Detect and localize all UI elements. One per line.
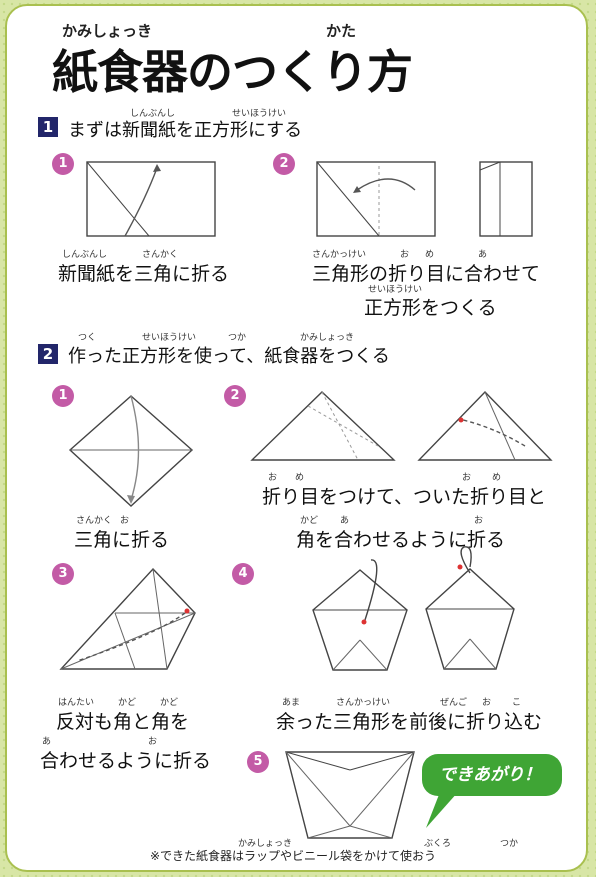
s2-step2-diagram-b bbox=[417, 390, 553, 461]
s1-step2-ruby-line2: せいほうけい bbox=[368, 285, 423, 295]
section1-ruby-1: しんぶんし bbox=[130, 109, 176, 119]
title-ruby: かみしょっき bbox=[62, 22, 153, 40]
page-title: 紙食器のつくり方 bbox=[52, 45, 413, 99]
s2-step2-ruby-b: め bbox=[295, 473, 305, 483]
section2-ruby-1: つく bbox=[78, 333, 97, 343]
s2-step2-ruby-a: お bbox=[268, 473, 278, 483]
s1-step1-ruby-b: さんかく bbox=[142, 250, 179, 260]
s2-step4-diagram-b bbox=[425, 546, 515, 670]
s2-step1-caption: 三角に折る bbox=[74, 529, 170, 551]
s2-step2-diagram-a bbox=[250, 391, 396, 461]
s2-step3-badge: 3 bbox=[52, 563, 74, 585]
s2-step2-ruby-c: お bbox=[462, 473, 472, 483]
note-ruby-b: ぶくろ bbox=[424, 839, 452, 849]
section2-heading: 作った正方形を使って、紙食器をつくる bbox=[68, 346, 390, 367]
s2-step3-diagram bbox=[59, 567, 196, 670]
s2-step3-caption-1: 反対も角と角を bbox=[56, 711, 190, 733]
note-ruby-c: つか bbox=[500, 839, 519, 849]
s2-step3-ruby-c: かど bbox=[160, 698, 179, 708]
s2-step5-badge: 5 bbox=[247, 751, 269, 773]
s1-step2-caption-1: 三角形の折り目に合わせて bbox=[312, 263, 541, 285]
s2-step2-ruby-g: お bbox=[474, 516, 484, 526]
s2-step4-ruby-c: ぜんご bbox=[440, 698, 468, 708]
s2-step2-ruby-d: め bbox=[492, 473, 502, 483]
s1-step1-ruby-a: しんぶんし bbox=[62, 250, 108, 260]
s1-step2-ruby-d: あ bbox=[478, 250, 488, 260]
s2-step2-badge: 2 bbox=[224, 385, 246, 407]
footnote: ※できた紙食器はラップやビニール袋をかけて使おう bbox=[150, 849, 437, 863]
s2-step4-caption: 余った三角形を前後に折り込む bbox=[276, 711, 543, 733]
s2-step2-caption-1: 折り目をつけて、ついた折り目と bbox=[262, 486, 547, 508]
s2-step4-badge: 4 bbox=[232, 563, 254, 585]
s2-step3-caption-2: 合わせるように折る bbox=[40, 750, 212, 772]
s2-step4-ruby-e: こ bbox=[512, 698, 522, 708]
section1-badge: 1 bbox=[38, 117, 58, 137]
s2-step4-ruby-d: お bbox=[482, 698, 492, 708]
s2-step3-ruby-e: お bbox=[148, 737, 158, 747]
s1-step2-caption-2: 正方形をつくる bbox=[364, 297, 497, 319]
s2-step2-ruby-e: かど bbox=[300, 516, 319, 526]
s2-step3-ruby-d: あ bbox=[42, 737, 52, 747]
s2-step1-badge: 1 bbox=[52, 385, 74, 407]
s1-step2-ruby-a: さんかっけい bbox=[312, 250, 367, 260]
s1-step1-diagram bbox=[86, 161, 216, 237]
s2-step1-ruby-a: さんかく bbox=[76, 516, 113, 526]
s2-step2-ruby-f: あ bbox=[340, 516, 350, 526]
section2-ruby-4: かみしょっき bbox=[300, 333, 355, 343]
s2-step5-diagram bbox=[285, 751, 415, 839]
s2-step1-ruby-b: お bbox=[120, 516, 130, 526]
title-ruby-kata: かた bbox=[326, 22, 357, 40]
s2-step3-ruby-b: かど bbox=[118, 698, 137, 708]
s1-step1-badge: 1 bbox=[52, 153, 74, 175]
section1-ruby-2: せいほうけい bbox=[232, 109, 287, 119]
note-ruby-a: かみしょっき bbox=[238, 839, 293, 849]
done-label: できあがり！ bbox=[439, 765, 541, 785]
section1-heading: まずは新聞紙を正方形にする bbox=[68, 120, 303, 141]
s1-step2-diagram-b bbox=[479, 161, 533, 237]
s1-step2-diagram-a bbox=[316, 161, 436, 237]
s2-step2-caption-2: 角を合わせるように折る bbox=[296, 529, 506, 551]
s2-step4-ruby-a: あま bbox=[282, 698, 301, 708]
s1-step2-badge: 2 bbox=[273, 153, 295, 175]
s2-step4-diagram-a bbox=[312, 559, 408, 671]
section2-badge: 2 bbox=[38, 344, 58, 364]
s1-step2-ruby-b: お bbox=[400, 250, 410, 260]
instruction-card bbox=[5, 4, 588, 872]
section2-ruby-3: つか bbox=[228, 333, 247, 343]
s2-step3-ruby-a: はんたい bbox=[58, 698, 95, 708]
s1-step2-ruby-c: め bbox=[425, 250, 435, 260]
s1-step1-caption: 新聞紙を三角に折る bbox=[58, 263, 230, 285]
s2-step1-diagram bbox=[68, 395, 194, 507]
section2-ruby-2: せいほうけい bbox=[142, 333, 197, 343]
done-speech-bubble bbox=[422, 754, 562, 828]
s2-step4-ruby-b: さんかっけい bbox=[336, 698, 391, 708]
